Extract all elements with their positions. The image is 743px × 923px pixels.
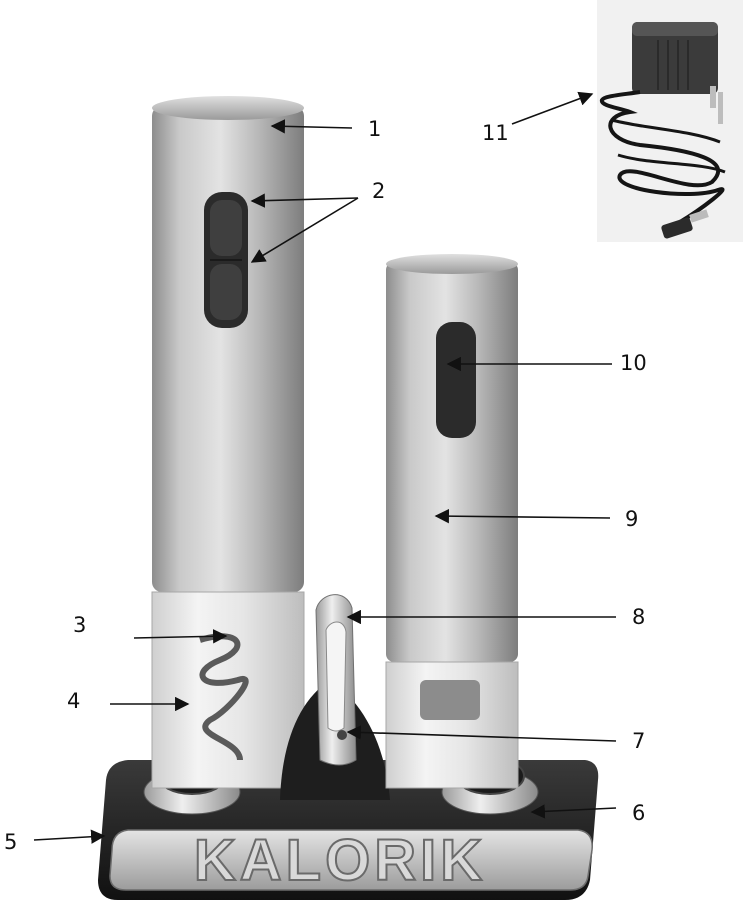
leader-5 [33, 829, 106, 844]
wine-opener-large [151, 96, 305, 789]
callout-11: 11 [482, 121, 509, 145]
leader-lines [33, 91, 617, 844]
leader-3 [133, 629, 228, 644]
callout-9: 9 [625, 507, 638, 531]
leader-7 [346, 725, 617, 742]
callout-5: 5 [4, 830, 17, 854]
callout-6: 6 [632, 801, 645, 825]
leader-6 [530, 804, 617, 819]
leader-2b [250, 197, 359, 263]
brand-logo-text: KALORIK [194, 828, 486, 893]
charging-base: KALORIK [98, 757, 599, 900]
callout-2: 2 [372, 179, 385, 203]
leader-2a [250, 193, 359, 208]
leader-1 [270, 119, 353, 134]
callout-10: 10 [620, 351, 647, 375]
leader-11 [511, 91, 594, 125]
power-button [436, 322, 476, 438]
foil-cutter [280, 594, 390, 800]
callout-7: 7 [632, 729, 645, 753]
power-adapter [597, 0, 743, 242]
wine-opener-small [385, 254, 519, 789]
callout-4: 4 [67, 689, 80, 713]
callout-numbers: 1 2 3 4 5 6 7 8 9 10 11 [4, 117, 647, 854]
callout-8: 8 [632, 605, 645, 629]
leader-9 [434, 508, 611, 524]
callout-1: 1 [368, 117, 381, 141]
callout-3: 3 [73, 613, 86, 637]
